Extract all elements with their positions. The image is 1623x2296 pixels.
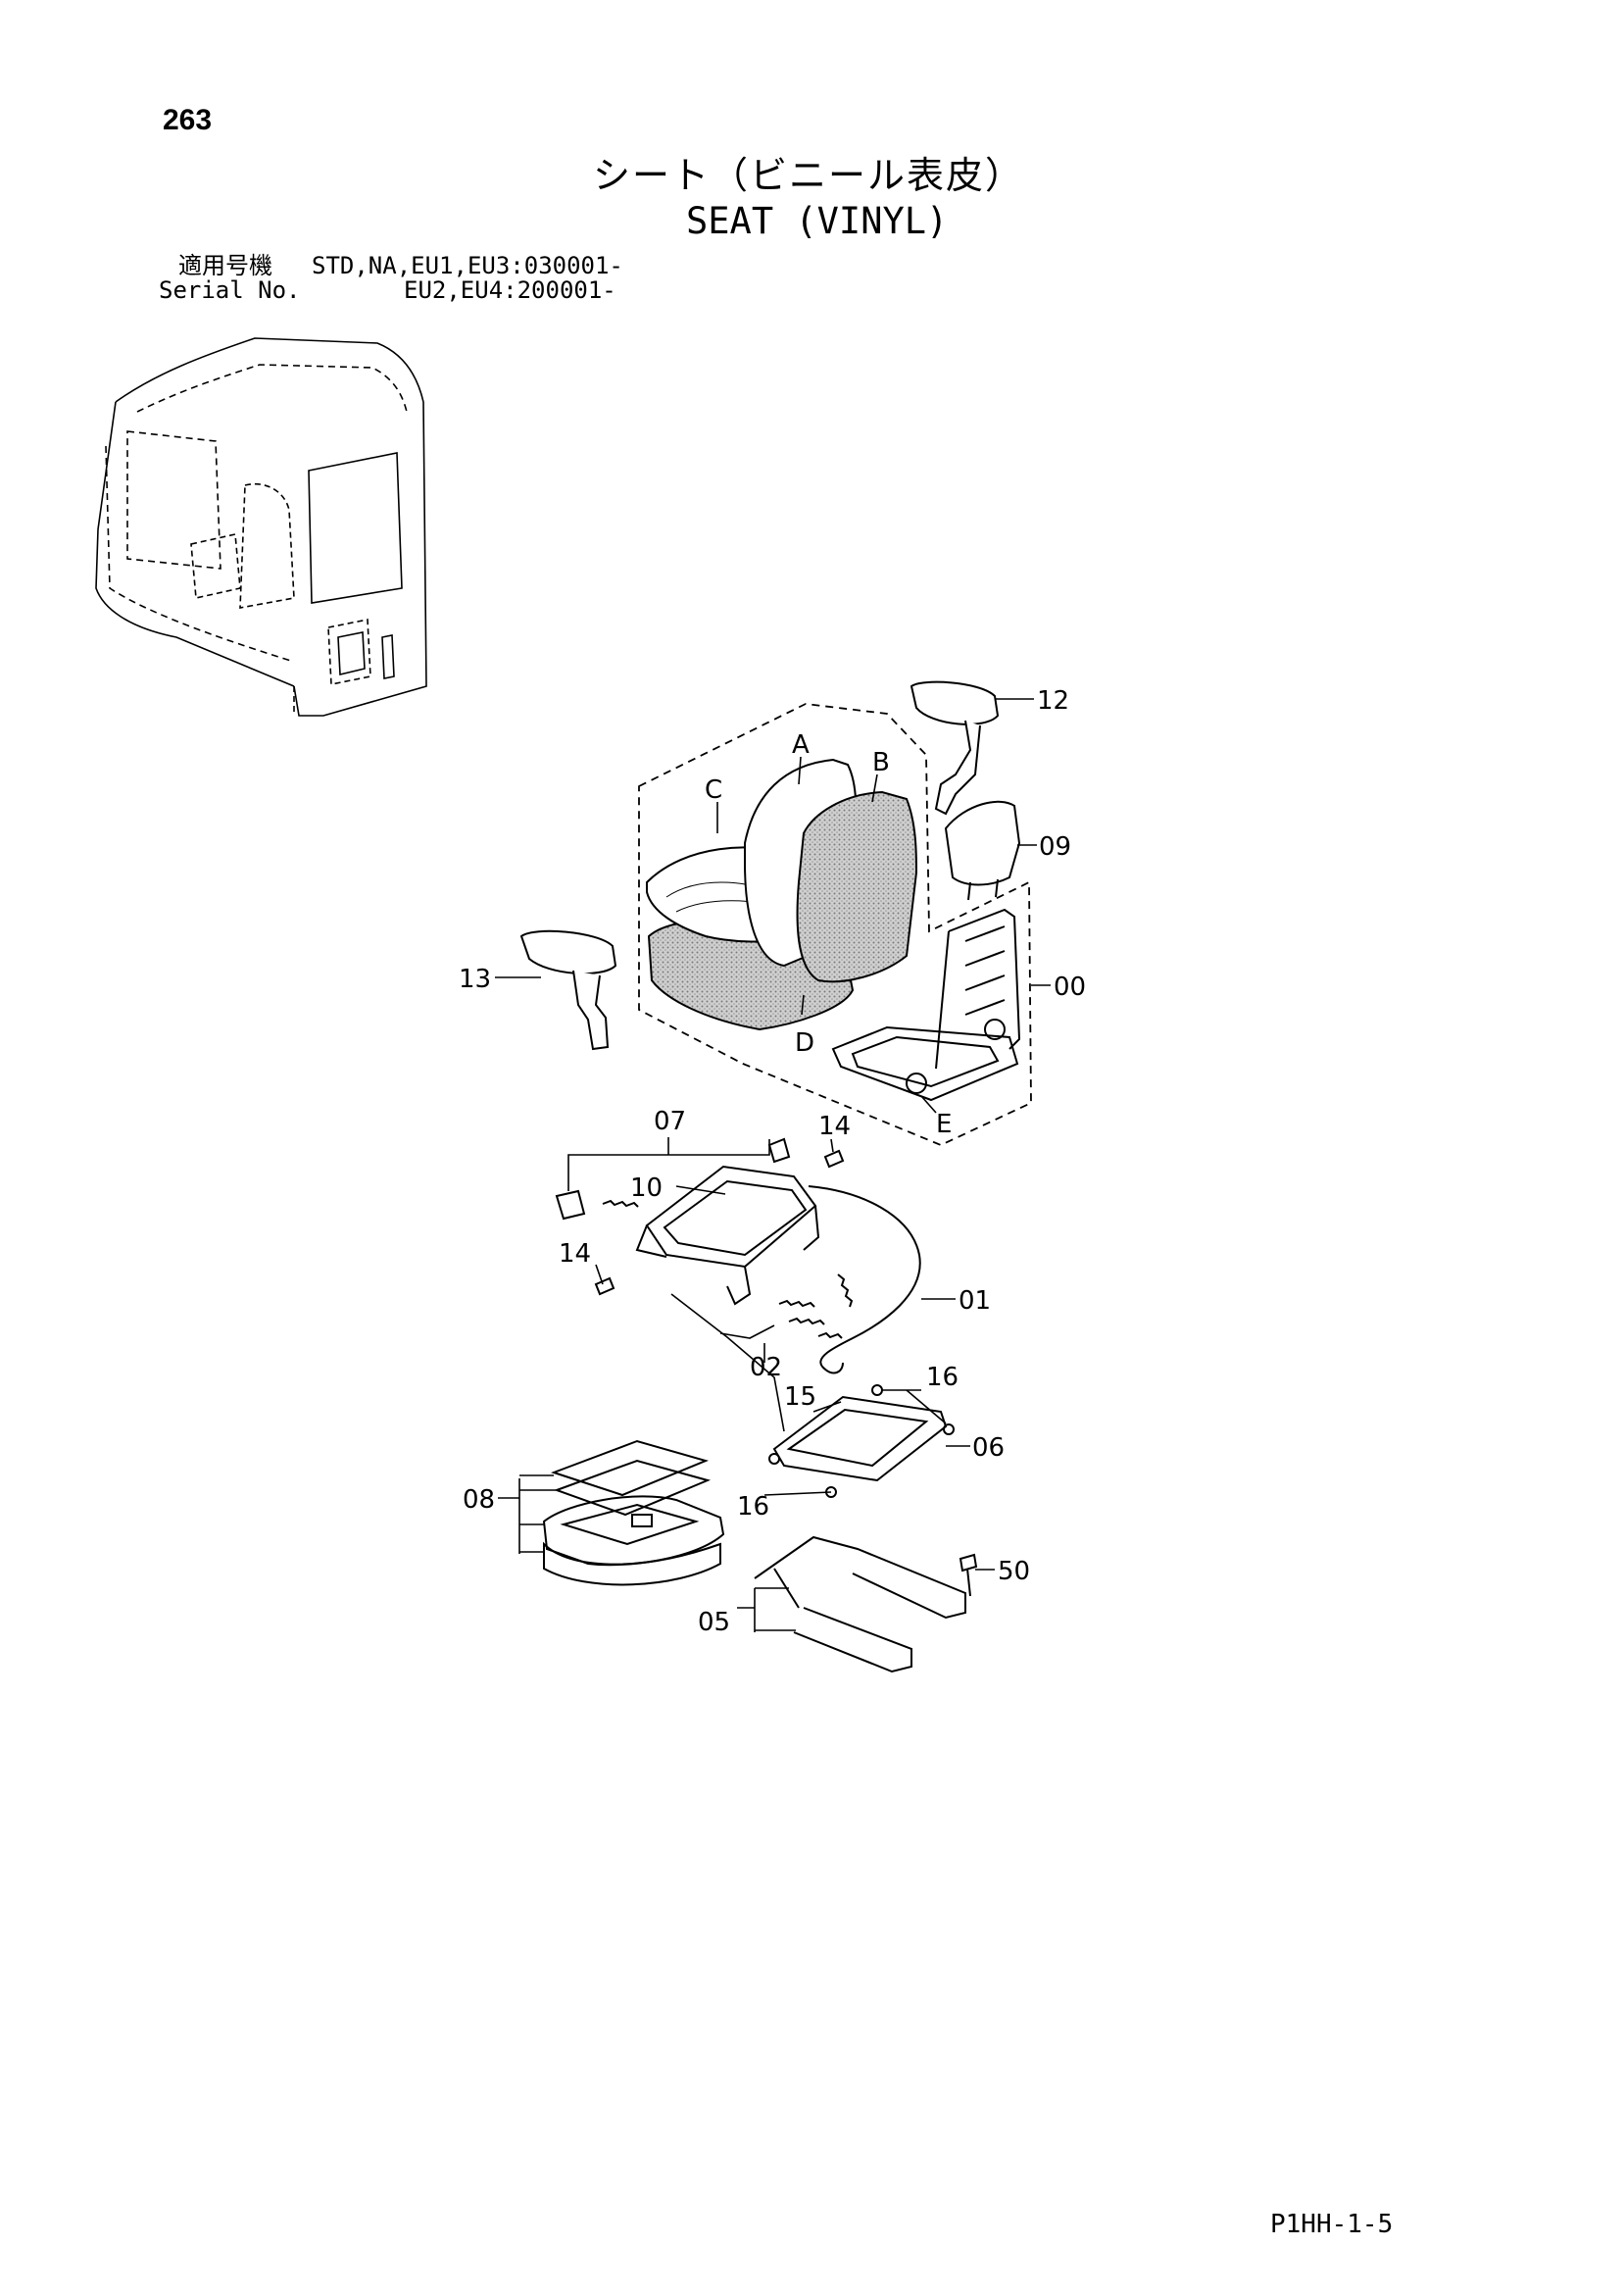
backrest-cover (796, 790, 918, 983)
callout-labels: A B C D E 00 01 02 05 06 07 08 09 10 12 … (459, 686, 1086, 1637)
callout-02: 02 (750, 1353, 782, 1382)
release-cable (808, 1185, 921, 1374)
callout-14-top: 14 (818, 1112, 851, 1141)
callout-12: 12 (1037, 686, 1069, 716)
seat-slide-frame (555, 1137, 820, 1306)
callout-b: B (872, 748, 890, 777)
callout-08: 08 (463, 1485, 495, 1515)
base-plate (768, 1384, 955, 1498)
armrest-left (519, 929, 617, 1051)
seat-frame (831, 908, 1021, 1102)
armrest-right (910, 680, 1000, 816)
page-number: 263 (163, 104, 213, 136)
callout-13: 13 (459, 965, 491, 994)
slide-rails (754, 1535, 966, 1673)
callout-c: C (705, 775, 722, 805)
callout-09: 09 (1039, 832, 1071, 862)
callout-d: D (795, 1028, 814, 1058)
callout-e: E (936, 1110, 952, 1139)
callout-16-bottom: 16 (737, 1492, 769, 1522)
springs (602, 1199, 854, 1339)
callout-01: 01 (959, 1286, 991, 1316)
document-code: P1HH-1-5 (1270, 2210, 1394, 2239)
serial-label-jp: 適用号機 (178, 252, 272, 279)
cab-overview-illustration (95, 337, 427, 717)
headrest (944, 800, 1021, 901)
callout-a: A (792, 730, 810, 760)
serial-range-1: STD,NA,EU1,EU3:030001- (312, 252, 623, 279)
callout-10: 10 (630, 1173, 663, 1203)
callout-15: 15 (784, 1382, 816, 1412)
suspension-kit (542, 1439, 725, 1586)
callout-14-left: 14 (559, 1239, 591, 1269)
seat-assembly-outline (638, 703, 1032, 1146)
callout-50: 50 (998, 1557, 1030, 1586)
page-title-jp: シート（ビニール表皮） (593, 154, 1025, 197)
serial-range-2: EU2,EU4:200001- (404, 276, 616, 304)
callout-05: 05 (698, 1608, 730, 1637)
serial-label-en: Serial No. (159, 276, 301, 304)
callout-00: 00 (1054, 973, 1086, 1002)
callout-07: 07 (654, 1107, 686, 1136)
page-title-en: SEAT (VINYL) (686, 200, 949, 242)
leader-lines (495, 698, 1051, 1632)
bolts (594, 1149, 978, 1597)
callout-06: 06 (972, 1433, 1005, 1463)
callout-16-top: 16 (926, 1363, 959, 1392)
